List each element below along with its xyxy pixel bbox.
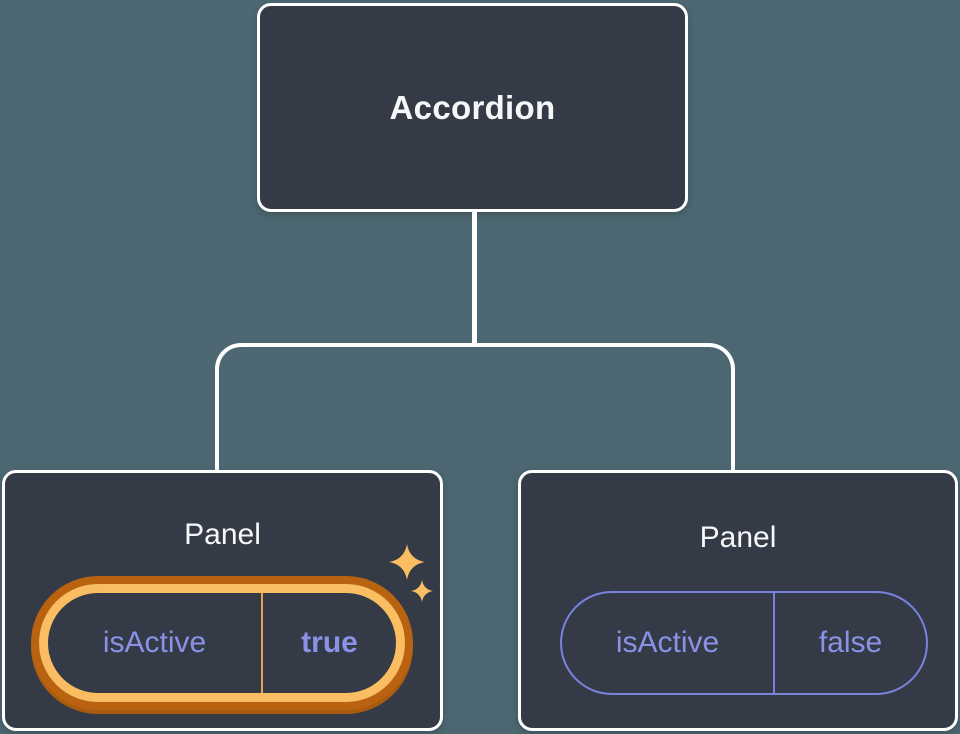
child-node-panel-active: Panel isActive true [2, 470, 443, 731]
state-key-label: isActive [562, 593, 775, 693]
panel-label: Panel [699, 521, 777, 554]
tree-connector-stem [472, 209, 477, 346]
child-node-panel-inactive: Panel isActive false [518, 470, 958, 731]
panel-label: Panel [184, 518, 261, 551]
state-pill-highlighted: isActive true [39, 584, 405, 702]
sparkle-icon-large [389, 544, 425, 580]
state-value-label: false [818, 626, 883, 659]
sparkle-icon-small [411, 580, 433, 602]
root-node-label: Accordion [389, 88, 556, 126]
state-key-label: isActive [48, 593, 263, 693]
tree-connector-bracket [215, 343, 735, 470]
state-value-label: true [301, 626, 358, 659]
root-node-accordion: Accordion [257, 3, 688, 212]
state-pill: isActive false [560, 591, 928, 695]
